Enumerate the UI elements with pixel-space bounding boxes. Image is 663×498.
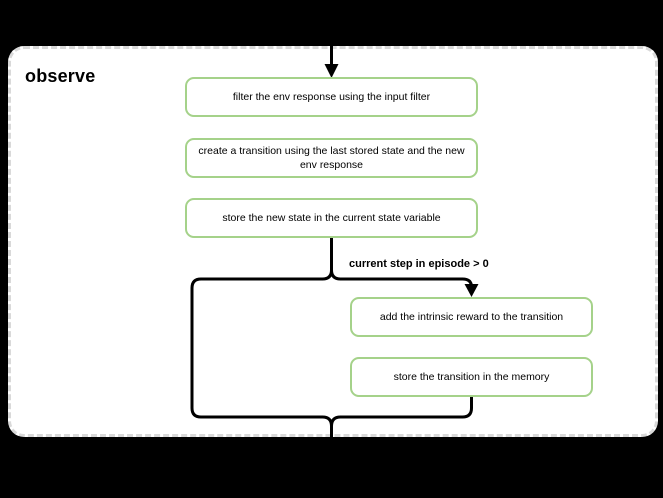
node-filter-env-response: filter the env response using the input … — [185, 77, 478, 117]
node-create-transition: create a transition using the last store… — [185, 138, 478, 178]
frame-title: observe — [25, 66, 96, 86]
branch-condition-label: current step in episode > 0 — [349, 258, 489, 270]
node-add-intrinsic-reward: add the intrinsic reward to the transiti… — [350, 297, 593, 337]
node-label: store the transition in the memory — [393, 370, 550, 383]
node-store-transition: store the transition in the memory — [350, 357, 593, 397]
node-store-new-state: store the new state in the current state… — [185, 198, 478, 238]
node-label: filter the env response using the input … — [232, 90, 431, 103]
node-label: create a transition using the last store… — [198, 144, 465, 171]
node-label: store the new state in the current state… — [222, 211, 441, 224]
node-label: add the intrinsic reward to the transiti… — [379, 310, 564, 323]
